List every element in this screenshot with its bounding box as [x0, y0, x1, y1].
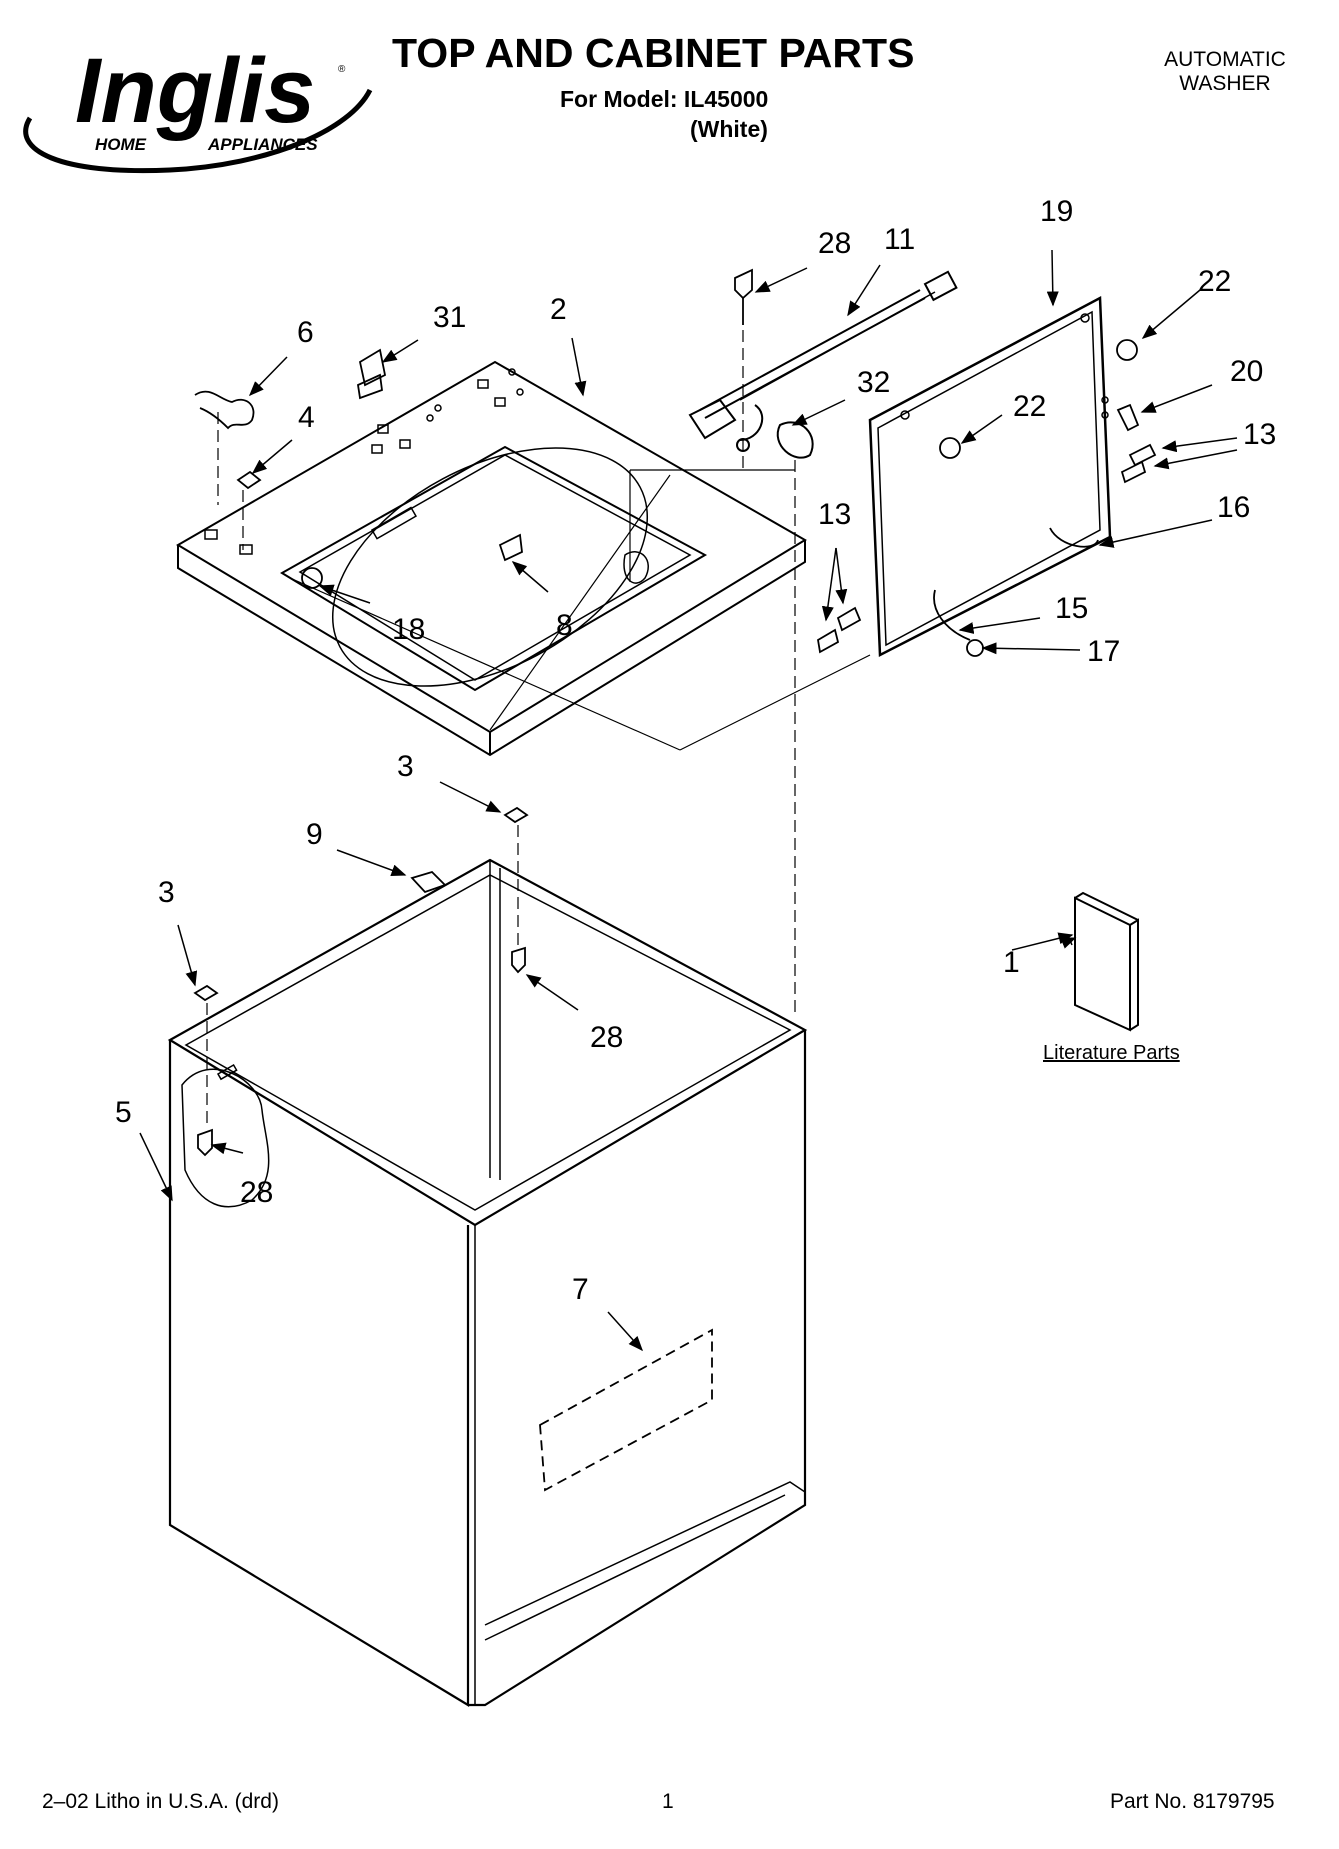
callout-20: 20 — [1230, 355, 1264, 388]
callout-arrows — [139, 249, 1238, 1352]
logo-sub-home: HOME — [95, 135, 147, 154]
literature-parts-label: Literature Parts — [1043, 1042, 1180, 1064]
callout-18: 18 — [392, 613, 426, 646]
callout-4: 4 — [298, 401, 315, 434]
callout-8: 8 — [556, 609, 573, 642]
callout-22-right: 22 — [1198, 265, 1232, 298]
callout-9: 9 — [306, 818, 323, 851]
callout-3-top: 3 — [397, 750, 414, 783]
inglis-logo: Inglis HOME APPLIANCES ® — [23, 40, 373, 174]
assembly-lines — [289, 469, 871, 751]
callout-6: 6 — [297, 316, 314, 349]
appliance-type-line1: AUTOMATIC — [1164, 48, 1286, 71]
logo-brand: Inglis — [75, 40, 315, 142]
callout-28-cutaway: 28 — [240, 1176, 274, 1209]
model-color: (White) — [690, 116, 768, 142]
callout-11: 11 — [884, 223, 916, 256]
logo-sub-appliances: APPLIANCES — [207, 135, 318, 154]
footer-page-number: 1 — [662, 1790, 674, 1813]
hose-16 — [1049, 527, 1099, 548]
wire-harness — [688, 270, 958, 459]
callout-16: 16 — [1217, 491, 1251, 524]
footer-litho: 2–02 Litho in U.S.A. (drd) — [42, 1790, 279, 1813]
callout-15: 15 — [1055, 592, 1089, 625]
logo-registered-mark: ® — [338, 64, 346, 75]
callout-7: 7 — [572, 1273, 589, 1306]
callout-19: 19 — [1040, 195, 1074, 228]
page-title: TOP AND CABINET PARTS — [392, 30, 915, 76]
callout-22-left: 22 — [1013, 390, 1047, 423]
callout-28-top: 28 — [818, 227, 852, 260]
footer-part-number: Part No. 8179795 — [1110, 1790, 1275, 1813]
dashed-alignment-lines — [206, 330, 796, 1125]
cabinet — [167, 858, 808, 1707]
callout-1: 1 — [1003, 946, 1020, 979]
literature-manual — [1074, 891, 1139, 1032]
callout-13-right: 13 — [1243, 418, 1277, 451]
callout-31: 31 — [433, 301, 467, 334]
hose-15 — [933, 589, 971, 641]
appliance-type: AUTOMATIC WASHER — [1140, 48, 1310, 96]
callout-2: 2 — [550, 293, 567, 326]
model-number: For Model: IL45000 — [560, 86, 769, 112]
top-panel — [176, 360, 807, 757]
callout-3-left: 3 — [158, 876, 175, 909]
callout-5: 5 — [115, 1096, 132, 1129]
small-parts — [193, 268, 1157, 1157]
callout-32: 32 — [857, 366, 891, 399]
callout-13-left: 13 — [818, 498, 852, 531]
callout-17: 17 — [1087, 635, 1121, 668]
callout-28-cabinet: 28 — [590, 1021, 624, 1054]
appliance-type-line2: WASHER — [1179, 72, 1271, 95]
